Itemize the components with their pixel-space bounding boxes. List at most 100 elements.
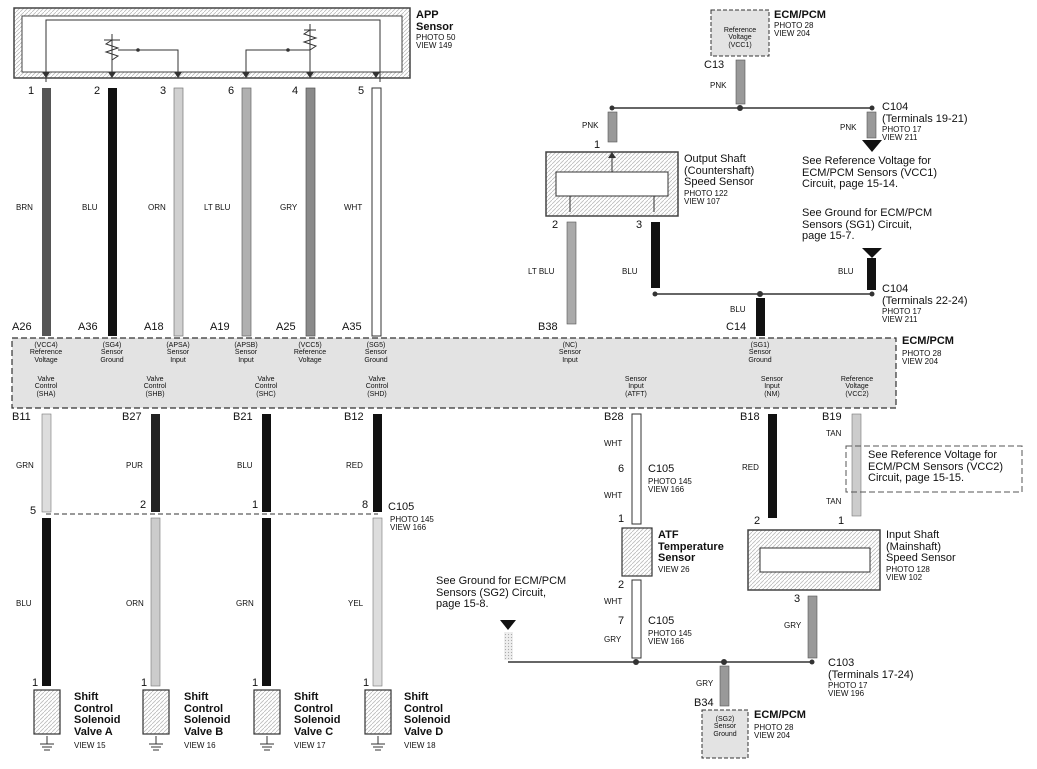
atf-pin: 1 [618,513,625,525]
c105-pin: 1 [252,499,259,511]
wire-color: PNK [840,123,857,132]
atf-c105-pin: 6 [618,463,625,475]
ecm-top-box [710,9,770,57]
ecm-top-title: ECM/PCM [774,9,826,21]
output-pin: 1 [594,139,601,151]
wire-color: WHT [604,597,623,606]
app-pin: 1 [28,85,35,97]
input-pin: 2 [754,515,761,527]
app-wires [42,87,382,337]
ecm-b-conn: B12 [344,411,364,423]
input-shaft-title: Input Shaft(Mainshaft)Speed Sensor [886,529,956,565]
ecm-b-conn: B18 [740,411,760,423]
wire-color: LT BLU [204,203,231,212]
wire-color: ORN [148,203,166,212]
solenoid-b-view: VIEW 16 [184,741,216,750]
ecm-conn: A19 [210,321,230,333]
app-pin: 3 [160,85,167,97]
wire-color: GRY [280,203,298,212]
solenoid-c-view: VIEW 17 [294,741,326,750]
wire-color: ORN [126,599,144,608]
solenoid-pin: 1 [252,677,259,689]
c105-pin: 5 [30,505,37,517]
wire-color: BRN [16,203,33,212]
output-pin: 3 [636,219,643,231]
c105-atf-label: C105 [648,463,675,475]
wire-color: PUR [126,461,143,470]
solenoid-symbols [33,689,392,751]
solenoid-pin: 1 [363,677,370,689]
input-pin: 1 [838,515,845,527]
app-pin: 4 [292,85,299,97]
wire-color: BLU [622,267,638,276]
wire-color: BLU [82,203,98,212]
ecm-main-box [11,337,897,409]
ecm-main-title: ECM/PCM [902,335,954,347]
c104b-label: C104(Terminals 22-24) [882,283,968,307]
wire-color: WHT [604,439,623,448]
wire-color: GRY [696,679,714,688]
ecm-b-conn: B11 [12,411,31,423]
atf-pin: 2 [618,579,625,591]
solenoid-d-view: VIEW 18 [404,741,436,750]
wire-color: GRN [236,599,254,608]
wire-color: BLU [16,599,32,608]
wire-color: PNK [582,121,599,130]
ecm-bottom-title: ECM/PCM [754,709,806,721]
ecm-conn: A18 [144,321,164,333]
ecm-b-conn: B28 [604,411,624,423]
app-pin: 2 [94,85,101,97]
ecm-b-conn: B27 [122,411,142,423]
ecm-conn: A26 [12,321,32,333]
c104a-label: C104(Terminals 19-21) [882,101,968,125]
c14-conn: C14 [726,321,747,333]
ecm-b-conn: B19 [822,411,842,423]
c13-label: C13 [704,59,725,71]
wire-color: TAN [826,429,842,438]
ecm-conn: A36 [78,321,98,333]
wire-color: LT BLU [528,267,555,276]
wire-color: TAN [826,497,842,506]
app-pin: 5 [358,85,365,97]
wire-color: BLU [237,461,253,470]
output-pin: 2 [552,219,559,231]
ecm-b-conn: B21 [233,411,253,423]
solenoid-a-view: VIEW 15 [74,741,106,750]
solenoid-pin: 1 [141,677,148,689]
wire-color: RED [742,463,759,472]
wire-color: RED [346,461,363,470]
wire-color: GRY [784,621,802,630]
wire-color: WHT [604,491,623,500]
atf-view: VIEW 26 [658,565,690,574]
